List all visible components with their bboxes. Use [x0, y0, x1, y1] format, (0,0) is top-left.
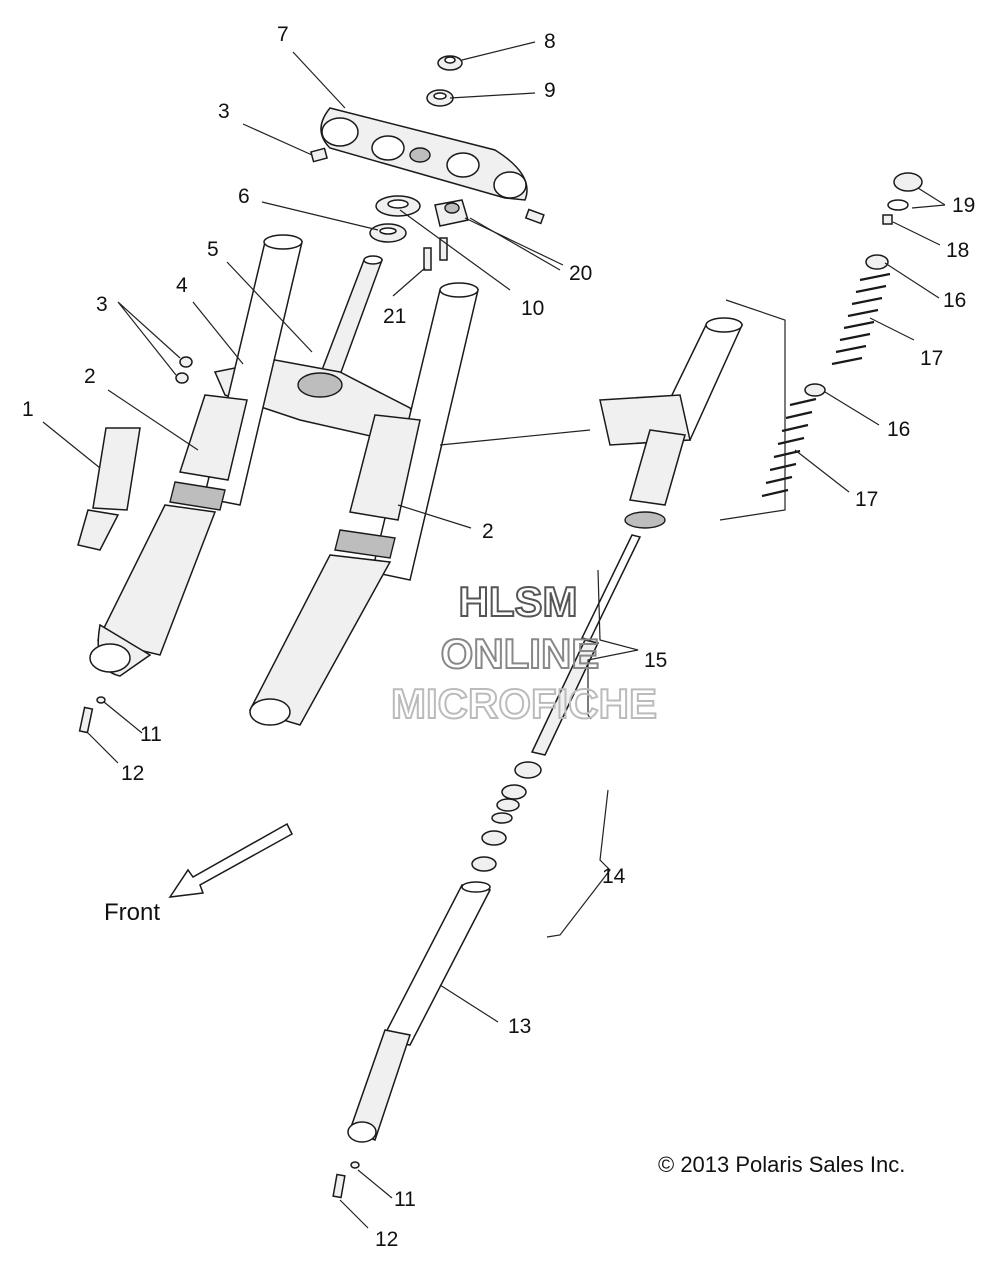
handlebar-clamp [434, 199, 469, 227]
watermark: HLSM ONLINE MICROFICHE [390, 577, 658, 728]
bearing-seal [369, 223, 407, 243]
callout-13: 13 [508, 1015, 531, 1038]
spring-spacers [804, 254, 889, 397]
clamp-bolt [310, 147, 328, 163]
callout-12-bottom: 12 [375, 1228, 398, 1251]
callout-4: 4 [176, 274, 188, 297]
callout-11-bottom: 11 [394, 1188, 416, 1211]
callout-12-left: 12 [121, 762, 144, 785]
callout-11-left: 11 [140, 723, 162, 746]
callout-8: 8 [544, 30, 556, 53]
callout-19: 19 [952, 194, 975, 217]
callout-16-top: 16 [943, 289, 966, 312]
callout-17-bottom: 17 [855, 488, 878, 511]
callout-6: 6 [238, 185, 250, 208]
callout-3-top: 3 [218, 100, 230, 123]
top-triple-clamp [320, 107, 528, 201]
callout-3-left: 3 [96, 293, 108, 316]
spring-retainer [882, 214, 893, 225]
right-fork-leg [248, 282, 479, 726]
callout-7: 7 [277, 23, 289, 46]
damper-cartridge-parts [471, 761, 542, 872]
callout-10: 10 [521, 297, 544, 320]
lower-fork-slider [347, 881, 492, 1143]
callout-17-top: 17 [920, 347, 943, 370]
top-washer [426, 89, 454, 107]
callout-1: 1 [22, 398, 34, 421]
steering-stem [321, 255, 384, 376]
callout-2-left: 2 [84, 365, 96, 388]
watermark-line-2: ONLINE [441, 630, 600, 677]
callout-15: 15 [644, 649, 667, 672]
left-fork-leg [89, 234, 303, 677]
lower-fork-spring [761, 397, 817, 498]
callout-16-bottom: 16 [887, 418, 910, 441]
front-label: Front [104, 899, 160, 926]
callout-9: 9 [544, 79, 556, 102]
callout-21: 21 [383, 305, 406, 328]
callouts: 7 8 9 3 6 5 4 3 2 1 2 20 10 21 11 12 15 … [22, 23, 975, 1251]
callout-14: 14 [602, 865, 626, 888]
callout-2-right: 2 [482, 520, 494, 543]
callout-5: 5 [207, 238, 219, 261]
upper-fork-spring [831, 272, 891, 366]
callout-18: 18 [946, 239, 969, 262]
fork-cap [887, 172, 923, 211]
copyright-notice: © 2013 Polaris Sales Inc. [658, 1152, 905, 1177]
clamp-bolts [423, 237, 448, 271]
fender-bracket [77, 427, 141, 551]
top-nut [437, 55, 463, 71]
watermark-line-3: MICROFICHE [391, 680, 657, 727]
steering-bearing [375, 195, 421, 217]
callout-20: 20 [569, 262, 592, 285]
watermark-line-1: HLSM [459, 578, 578, 625]
exploded-fork-tube [530, 317, 744, 756]
front-direction-arrow: Front [104, 822, 293, 926]
leader-lines [42, 41, 946, 1229]
